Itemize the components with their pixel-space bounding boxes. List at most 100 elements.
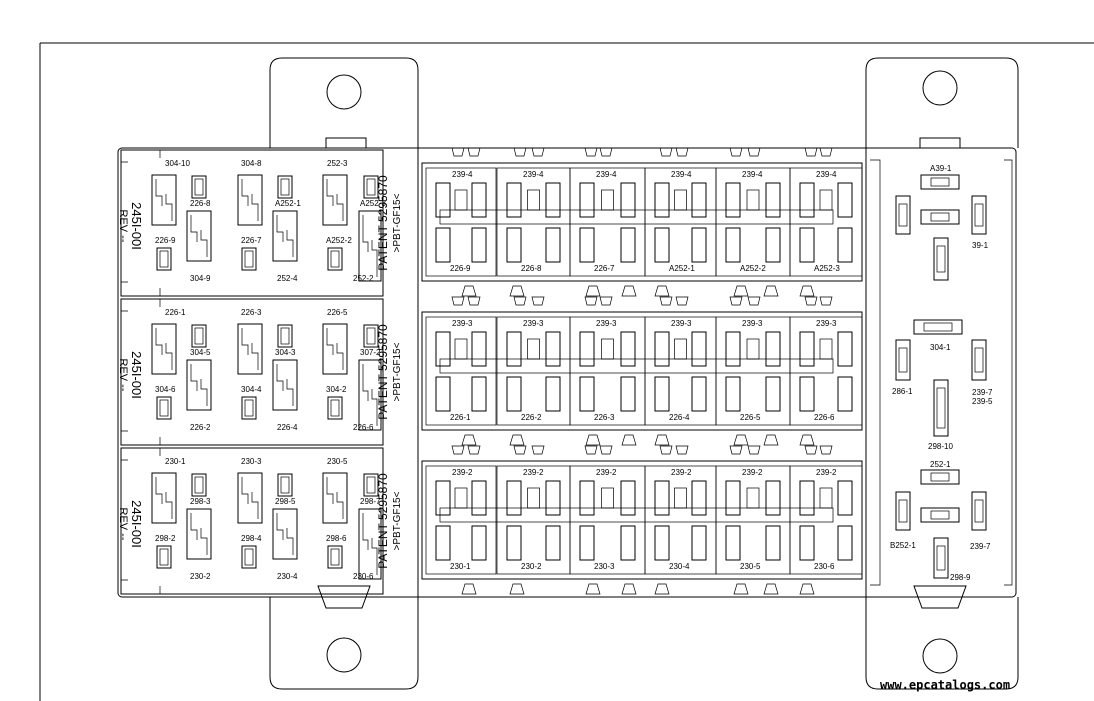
panel-side-rails xyxy=(870,159,1013,586)
panel-fuse-slot xyxy=(895,491,911,531)
relay-top-lug xyxy=(729,147,743,157)
relay-terminal xyxy=(545,331,561,367)
fuse-label: 230-6 xyxy=(353,572,374,581)
mini-fuse-inner xyxy=(159,399,169,417)
maxi-fuse-terminal xyxy=(155,477,163,504)
relay-terminal xyxy=(837,182,853,218)
relay-center-pin xyxy=(819,487,833,509)
patent-text: PATENT 5295870 xyxy=(376,324,390,420)
maxi-fuse-terminal xyxy=(371,389,378,426)
relay-center-pin xyxy=(454,338,468,360)
relay-top-lug xyxy=(513,147,527,157)
relay-socket-frame xyxy=(715,167,791,277)
relay-terminal xyxy=(506,227,522,263)
relay-terminal xyxy=(765,227,781,263)
fuse-block-frame xyxy=(120,447,384,595)
maxi-fuse-slot xyxy=(237,472,263,524)
relay-terminal xyxy=(471,480,487,516)
relay-terminal xyxy=(837,331,853,367)
panel-fuse-slot xyxy=(971,491,987,531)
maxi-fuse-terminal xyxy=(362,364,369,401)
fuse-label: 304-9 xyxy=(190,274,211,283)
relay-terminal xyxy=(725,525,741,561)
relay-terminal xyxy=(620,376,636,412)
relay-top-lug xyxy=(659,445,673,455)
relay-bottom-lug xyxy=(733,583,749,595)
maxi-fuse-terminal xyxy=(251,194,259,221)
mini-fuse-slot xyxy=(327,396,343,420)
relay-terminal xyxy=(725,182,741,218)
relay-bottom-lug xyxy=(763,285,779,297)
relay-top-lug xyxy=(451,445,465,455)
material-text: >PBT-GF15< xyxy=(392,342,403,401)
relay-bottom-lug xyxy=(763,583,779,595)
maxi-fuse-slot xyxy=(186,210,212,262)
fuse-label: 307-2 xyxy=(360,348,381,357)
relay-terminal xyxy=(691,227,707,263)
fuse-label: A252-3 xyxy=(360,199,386,208)
maxi-fuse-terminal xyxy=(371,538,378,575)
relay-socket-frame xyxy=(569,167,646,277)
relay-bottom-lug xyxy=(799,434,815,446)
mini-fuse-slot xyxy=(191,175,207,199)
rev-label: REV -- xyxy=(117,359,129,392)
mini-fuse-inner xyxy=(366,476,376,494)
relay-top-label: 239-4 xyxy=(671,170,692,179)
relay-terminal xyxy=(545,182,561,218)
relay-terminal xyxy=(725,376,741,412)
maxi-fuse-terminal xyxy=(155,328,163,355)
relay-center-pin xyxy=(746,338,760,360)
relay-center-pin xyxy=(746,189,760,211)
maxi-fuse-slot xyxy=(322,323,348,375)
relay-row-frame xyxy=(421,162,863,282)
fuse-label: 252-3 xyxy=(327,159,348,168)
fuse-label: 304-10 xyxy=(165,159,190,168)
relay-top-lug xyxy=(467,445,481,455)
fuse-label: 230-2 xyxy=(190,572,211,581)
relay-top-label: 239-2 xyxy=(742,468,763,477)
fuse-block-frame xyxy=(120,298,384,446)
relay-socket-frame xyxy=(425,316,497,426)
fuse-label: 230-5 xyxy=(327,457,348,466)
relay-terminal xyxy=(654,525,670,561)
relay-terminal xyxy=(654,227,670,263)
panel-fuse-label: 239-7 xyxy=(970,542,991,551)
fuse-label: A252-2 xyxy=(326,236,352,245)
fuse-label: 298-2 xyxy=(155,534,176,543)
relay-top-lug xyxy=(513,296,527,306)
mounting-tab-bottom-right xyxy=(865,585,1019,690)
relay-top-label: 239-2 xyxy=(671,468,692,477)
relay-terminal xyxy=(799,376,815,412)
relay-top-lug xyxy=(659,296,673,306)
panel-fuse-inner xyxy=(936,387,946,429)
relay-top-label: 239-2 xyxy=(816,468,837,477)
mini-fuse-inner xyxy=(194,178,204,196)
relay-top-lug xyxy=(675,296,689,306)
relay-top-lug xyxy=(819,445,833,455)
panel-fuse-inner xyxy=(930,212,950,222)
relay-socket-frame xyxy=(789,316,863,426)
maxi-fuse-terminal xyxy=(165,194,173,221)
panel-fuse-inner xyxy=(898,347,908,373)
relay-center-pin xyxy=(601,487,614,509)
panel-fuse-label: 298-9 xyxy=(950,573,971,582)
relay-terminal xyxy=(506,480,522,516)
maxi-fuse-terminal xyxy=(326,477,334,504)
mini-fuse-inner xyxy=(244,250,254,268)
relay-bottom-lug xyxy=(654,285,670,297)
fuse-label: 226-8 xyxy=(190,199,211,208)
relay-terminal xyxy=(654,331,670,367)
relay-center-pin xyxy=(819,338,833,360)
relay-top-label: 239-3 xyxy=(816,319,837,328)
mounting-tab-top-right xyxy=(865,57,1019,148)
maxi-fuse-slot xyxy=(358,210,382,282)
maxi-fuse-slot xyxy=(186,359,212,411)
relay-terminal xyxy=(765,376,781,412)
maxi-fuse-slot xyxy=(151,174,177,226)
relay-terminal xyxy=(579,227,595,263)
maxi-fuse-terminal xyxy=(371,240,378,277)
